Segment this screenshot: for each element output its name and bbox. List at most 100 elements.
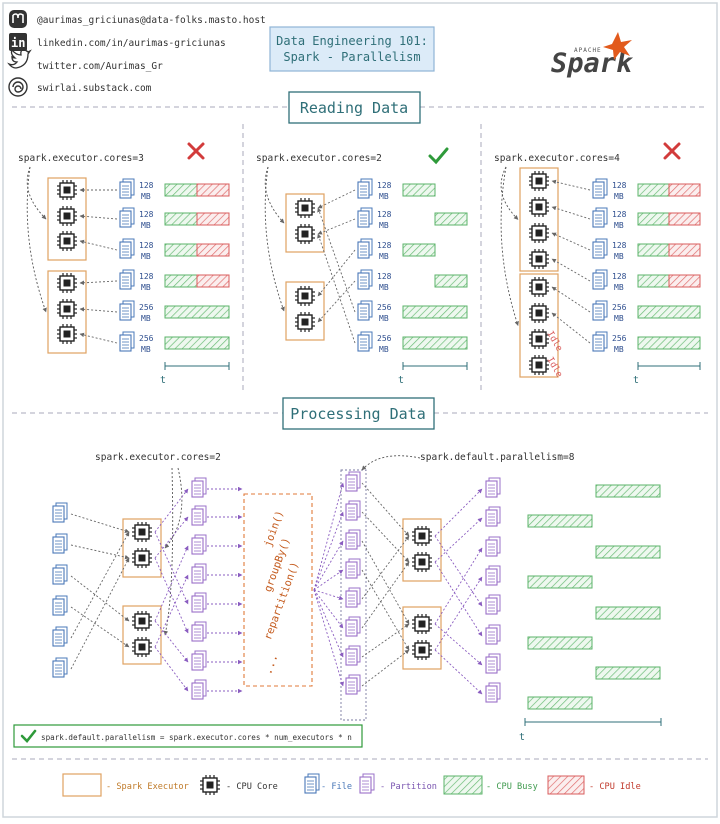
partition-to-core-arrow: [361, 623, 410, 658]
core-to-partition-arrow: [434, 623, 483, 666]
cpu-busy-bar: [595, 606, 661, 620]
file-icon: [52, 502, 68, 523]
cpu-core-icon: [57, 299, 77, 319]
partition-icon-front: [191, 682, 204, 700]
file-icon: [592, 269, 608, 290]
file-icon-front: [119, 181, 132, 199]
cpu-core-die: [138, 528, 146, 536]
file-icon: [119, 300, 135, 321]
cpu-busy-bar: [164, 212, 198, 226]
core-to-partition-arrow: [154, 516, 189, 559]
partition-icon: [191, 534, 207, 555]
legend-file-icon-front: [304, 776, 317, 794]
file-size-unit: MB: [614, 314, 624, 323]
op-to-partition-arrow: [313, 540, 344, 591]
file-size-unit: MB: [614, 192, 624, 201]
file-size-label: 128: [377, 241, 392, 250]
file-size-label: 128: [139, 181, 154, 190]
cross-icon: [663, 142, 681, 160]
file-icon: [592, 300, 608, 321]
cpu-busy-bar: [164, 336, 230, 350]
file-size-unit: MB: [379, 221, 389, 230]
file-to-core-arrow: [551, 286, 591, 313]
partition-to-core-arrow: [361, 569, 410, 651]
file-size-label: 256: [139, 303, 154, 312]
op-to-partition-arrow: [313, 589, 344, 687]
partition-icon-front: [485, 685, 498, 703]
partition-icon-front: [345, 590, 358, 608]
file-to-core-arrow: [70, 557, 130, 670]
cpu-core-icon: [132, 637, 152, 657]
file-icon-front: [592, 241, 605, 259]
idle-label: Idle: [544, 330, 564, 354]
file-icon-front: [52, 505, 65, 523]
file-icon: [357, 238, 373, 259]
partition-icon-front: [191, 595, 204, 613]
file-to-core-arrow: [70, 531, 130, 639]
legend-core-text: - CPU Core: [226, 782, 278, 792]
partition-icon: [345, 529, 361, 550]
file-icon-front: [592, 272, 605, 290]
cpu-core-icon: [57, 180, 77, 200]
file-icon: [357, 207, 373, 228]
substack-swirl-icon: [8, 77, 28, 97]
legend-idle-swatch: [547, 775, 585, 795]
shuffle-op-label: ...: [260, 652, 281, 677]
cpu-busy-bar: [637, 274, 670, 288]
cpu-idle-bar: [668, 243, 701, 257]
cpu-core-icon: [57, 231, 77, 251]
formula-text: spark.default.parallelism = spark.execut…: [41, 733, 352, 742]
cpu-core-icon: [529, 223, 549, 243]
op-to-partition-arrow: [313, 511, 344, 591]
core-to-partition-arrow: [154, 646, 189, 692]
spark-executor-box: [402, 606, 442, 670]
file-to-core-arrow: [70, 513, 130, 533]
cpu-core-icon: [132, 522, 152, 542]
cpu-core-icon: [529, 329, 549, 349]
legend: - Spark Executor- CPU Core- File- Partit…: [62, 773, 641, 797]
default-parallelism-config: spark.default.parallelism=8: [420, 452, 575, 463]
executor-cores-config: spark.executor.cores=4: [494, 153, 620, 164]
file-size-unit: MB: [614, 221, 624, 230]
processing-heading: Processing Data: [12, 397, 708, 430]
partition-icon: [345, 587, 361, 608]
cpu-core-die: [418, 620, 426, 628]
file-size-unit: MB: [141, 252, 151, 261]
file-icon: [119, 207, 135, 228]
check-icon: [20, 729, 37, 743]
cpu-busy-bar: [595, 545, 661, 559]
cpu-core-die: [535, 309, 543, 317]
cpu-core-die: [418, 558, 426, 566]
file-icon-front: [119, 241, 132, 259]
partition-icon-front: [485, 627, 498, 645]
core-to-partition-arrow: [154, 574, 189, 648]
partition-icon: [345, 616, 361, 637]
partition-to-core-arrow: [361, 535, 410, 600]
file-size-unit: MB: [141, 345, 151, 354]
partition-icon-front: [345, 474, 358, 492]
spark-star-icon: [603, 32, 632, 60]
legend-busy-text: - CPU Busy: [486, 782, 538, 792]
time-axis-label: t: [633, 375, 639, 386]
reading-panel-2: spark.executor.cores=2128MB128MB128MB128…: [256, 147, 468, 386]
file-icon: [592, 207, 608, 228]
check-icon: [428, 147, 449, 165]
reading-panel-3: spark.executor.cores=4128MB128MB128MB128…: [494, 142, 701, 386]
legend-file-text: - File: [321, 782, 352, 792]
cpu-busy-bar: [164, 305, 230, 319]
spark-executor-box: [285, 193, 325, 253]
cpu-core-icon: [295, 198, 315, 218]
legend-idle-text: - CPU Idle: [589, 782, 641, 792]
cpu-idle-bar: [196, 274, 230, 288]
cross-stroke: [187, 142, 205, 160]
file-size-unit: MB: [141, 314, 151, 323]
file-size-label: 128: [612, 241, 627, 250]
partition-icon-front: [485, 597, 498, 615]
file-icon: [119, 238, 135, 259]
config-to-executor-arrow: [500, 166, 519, 326]
cpu-busy-bar: [637, 212, 670, 226]
partition-to-core-arrow: [361, 649, 410, 687]
config-to-executor-arrow: [500, 166, 519, 220]
